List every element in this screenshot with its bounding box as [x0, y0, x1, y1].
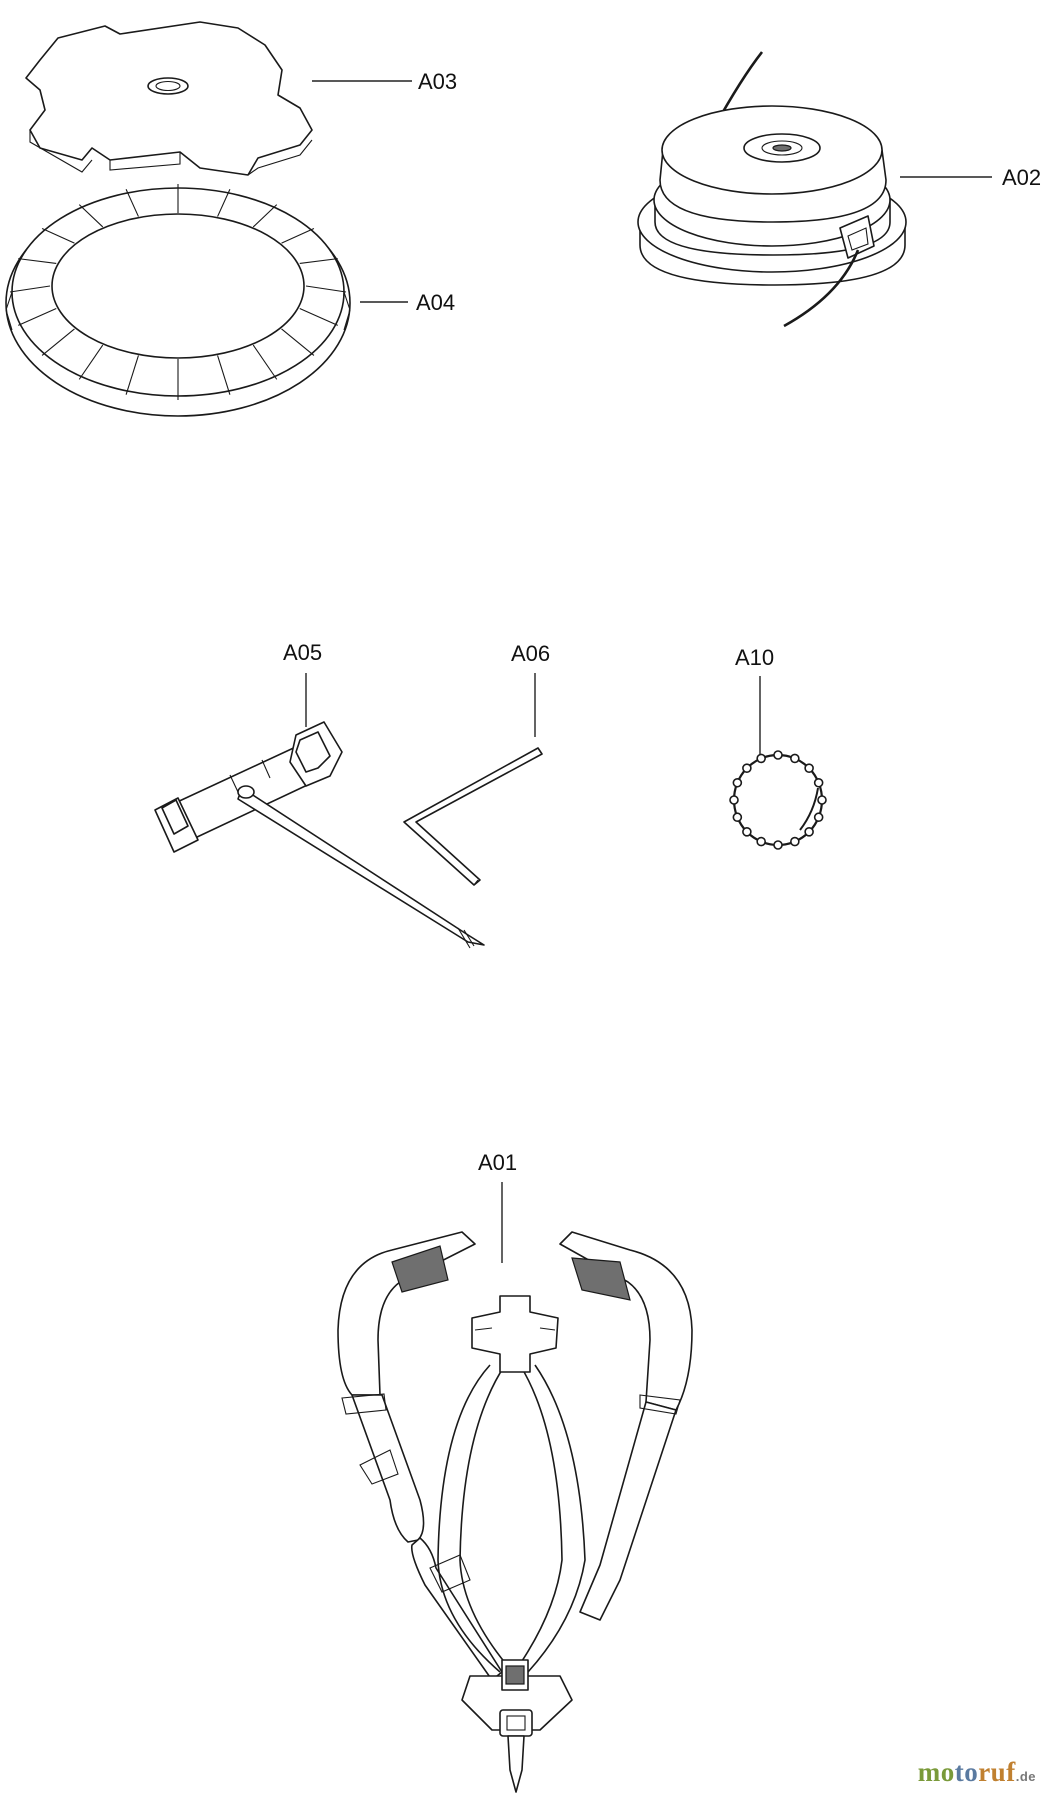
- ring-segment-divider: [9, 285, 51, 293]
- ring-segment-divider: [299, 308, 338, 326]
- ring-segment-divider: [252, 344, 278, 380]
- label-A10: A10: [735, 645, 774, 670]
- ring-segment-divider: [41, 228, 75, 244]
- tie-bead: [813, 812, 824, 823]
- ring-segment-divider: [78, 204, 104, 228]
- tie-bead: [813, 777, 824, 788]
- guard-ring: [5, 184, 351, 417]
- label-A03: A03: [418, 69, 457, 94]
- blade-4-tooth: [25, 21, 313, 176]
- trimmer-head: [637, 51, 907, 328]
- ring-segment-divider: [217, 189, 231, 217]
- ring-segment-divider: [252, 204, 278, 228]
- tie-bead: [732, 777, 743, 788]
- tie-bead: [817, 795, 827, 805]
- label-A05: A05: [283, 640, 322, 665]
- label-A01: A01: [478, 1150, 517, 1175]
- ring-segment-divider: [125, 189, 139, 217]
- ring-segment-divider: [305, 285, 347, 293]
- tie-bead: [773, 840, 783, 850]
- label-A06: A06: [511, 641, 550, 666]
- ring-segment-divider: [281, 228, 315, 244]
- hex-key: [403, 747, 543, 886]
- tie-bead: [742, 763, 752, 773]
- ring-segment-divider: [281, 328, 315, 356]
- tie-bead: [804, 763, 814, 773]
- tie-bead: [790, 836, 800, 847]
- ring-segment-divider: [299, 258, 338, 264]
- ring-segment-divider: [18, 308, 57, 326]
- label-A04: A04: [416, 290, 455, 315]
- cable-tie: [729, 750, 827, 850]
- ring-segment-divider: [78, 344, 104, 380]
- shoulder-harness: [337, 1231, 693, 1793]
- spark-plug-wrench: [154, 721, 485, 949]
- tie-bead: [773, 750, 783, 760]
- tie-bead: [756, 753, 766, 764]
- ring-segment-divider: [125, 355, 139, 395]
- tie-bead: [804, 827, 814, 837]
- label-A02: A02: [1002, 165, 1041, 190]
- ring-segment-divider: [217, 355, 231, 395]
- watermark-logo: motoruf.de: [917, 1757, 1036, 1787]
- tie-bead: [790, 753, 800, 764]
- tie-bead: [742, 827, 752, 837]
- tie-bead: [756, 836, 766, 847]
- tie-bead: [732, 812, 743, 823]
- tie-bead: [729, 795, 739, 805]
- ring-segment-divider: [41, 328, 75, 356]
- ring-segment-divider: [18, 258, 57, 264]
